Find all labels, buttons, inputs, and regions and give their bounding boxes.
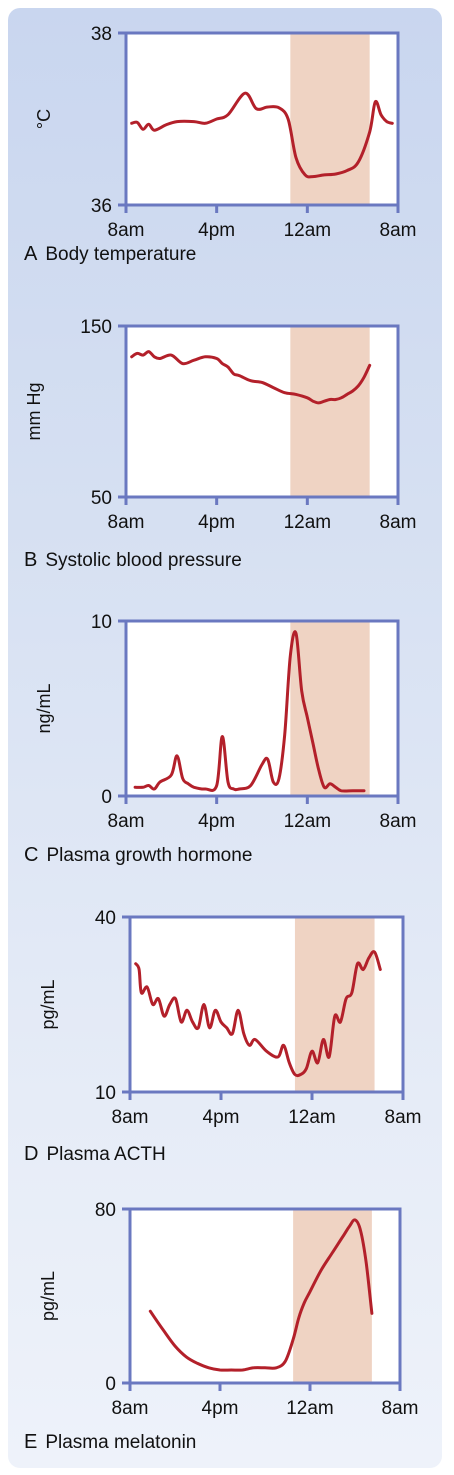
panel-letter: E	[24, 1431, 38, 1453]
y-tick-label: 36	[91, 196, 112, 217]
x-tick-label: 4pm	[203, 1107, 240, 1128]
y-axis-label: ng/mL	[34, 683, 54, 733]
y-axis-label: pg/mL	[38, 979, 58, 1029]
series-line	[134, 950, 382, 1078]
sleep-period-band	[290, 622, 370, 795]
x-tick-label: 12am	[288, 1107, 336, 1128]
x-tick-label: 8am	[108, 811, 145, 832]
x-tick-label: 4pm	[202, 1398, 239, 1419]
x-tick-label: 12am	[284, 220, 332, 241]
y-tick-label: 0	[105, 1374, 116, 1395]
panel-letter: D	[24, 1143, 39, 1165]
chart-caption: C Plasma growth hormone	[24, 844, 252, 867]
sleep-period-band	[290, 327, 370, 496]
y-axis-label: pg/mL	[38, 1271, 58, 1321]
panel-letter: B	[24, 549, 38, 571]
y-axis-label: °C	[34, 109, 54, 129]
x-tick-label: 4pm	[198, 512, 235, 533]
chart-caption: A Body temperature	[24, 243, 196, 266]
chart-title: Plasma melatonin	[45, 1432, 197, 1453]
plot-frame	[124, 324, 400, 499]
plot-frame	[124, 31, 400, 207]
y-tick-label: 50	[91, 488, 112, 509]
panel-letter: A	[24, 243, 38, 265]
x-tick-label: 4pm	[198, 220, 235, 241]
y-tick-label: 10	[95, 1083, 116, 1104]
plot-frame	[128, 1207, 402, 1385]
chart-title: Systolic blood pressure	[45, 550, 242, 571]
chart-title: Plasma growth hormone	[46, 845, 253, 866]
x-tick-label: 12am	[284, 512, 332, 533]
x-tick-label: 8am	[380, 512, 417, 533]
x-tick-label: 12am	[284, 811, 332, 832]
x-tick-label: 8am	[108, 220, 145, 241]
chart-d: 10 40 8am 4pm 12am 8am pg/mL	[38, 908, 421, 1128]
y-axis-label: mm Hg	[24, 383, 44, 441]
y-tick-label: 150	[80, 317, 112, 338]
y-tick-label: 40	[95, 908, 116, 929]
chart-c: 0 10 8am 4pm 12am 8am ng/mL	[34, 612, 416, 832]
x-tick-label: 8am	[380, 811, 417, 832]
sleep-period-band	[290, 34, 370, 204]
plot-frame	[124, 619, 400, 798]
chart-title: Body temperature	[45, 244, 197, 265]
sleep-period-band	[293, 1210, 372, 1382]
chart-caption: E Plasma melatonin	[24, 1431, 196, 1454]
series-line	[130, 350, 372, 405]
chart-caption: B Systolic blood pressure	[24, 549, 242, 572]
y-tick-label: 80	[95, 1200, 116, 1221]
x-tick-label: 8am	[380, 220, 417, 241]
x-tick-label: 4pm	[198, 811, 235, 832]
x-tick-label: 8am	[112, 1107, 149, 1128]
chart-e: 0 80 8am 4pm 12am 8am pg/mL	[38, 1200, 418, 1419]
x-tick-label: 8am	[385, 1107, 422, 1128]
chart-caption: D Plasma ACTH	[24, 1143, 166, 1166]
x-tick-label: 8am	[112, 1398, 149, 1419]
chart-title: Plasma ACTH	[46, 1144, 166, 1165]
chart-b: 50 150 8am 4pm 12am 8am mm Hg	[24, 317, 416, 533]
y-tick-label: 0	[101, 787, 112, 808]
y-tick-label: 38	[91, 24, 112, 45]
series-line	[130, 91, 394, 179]
series-line	[148, 1218, 374, 1372]
panel-letter: C	[24, 844, 39, 866]
x-tick-label: 8am	[108, 512, 145, 533]
x-tick-label: 8am	[382, 1398, 419, 1419]
chart-a: 36 38 8am 4pm 12am 8am °C	[34, 24, 416, 241]
y-tick-label: 10	[91, 612, 112, 633]
series-line	[133, 630, 366, 793]
x-tick-label: 12am	[286, 1398, 334, 1419]
plot-frame	[128, 915, 405, 1094]
